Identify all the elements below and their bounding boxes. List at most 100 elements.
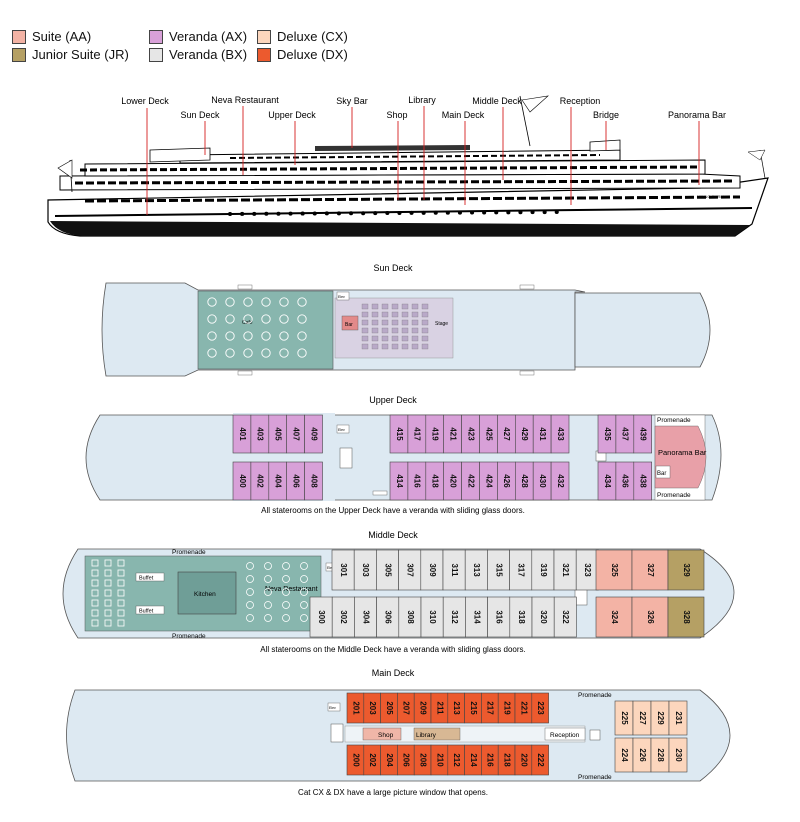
cabin-221[interactable]: 221 <box>514 692 533 724</box>
cabin-402[interactable]: 402 <box>250 461 270 501</box>
cabin-201[interactable]: 201 <box>346 692 365 724</box>
cabin-436[interactable]: 436 <box>615 461 635 501</box>
cabin-418[interactable]: 418 <box>425 461 444 501</box>
cabin-310[interactable]: 310 <box>420 596 444 638</box>
cabin-417[interactable]: 417 <box>407 414 427 454</box>
cabin-404[interactable]: 404 <box>268 461 287 501</box>
cabin-414[interactable]: 414 <box>389 461 409 501</box>
cabin-323[interactable]: 323 <box>575 549 599 591</box>
cabin-329[interactable]: 329 <box>667 549 705 591</box>
cabin-401[interactable]: 401 <box>232 414 252 454</box>
cabin-421[interactable]: 421 <box>443 414 462 454</box>
cabin-317[interactable]: 317 <box>509 549 533 591</box>
cabin-203[interactable]: 203 <box>363 692 381 724</box>
cabin-309[interactable]: 309 <box>420 549 444 591</box>
cabin-435[interactable]: 435 <box>597 414 617 454</box>
cabin-300[interactable]: 300 <box>309 596 333 638</box>
cabin-416[interactable]: 416 <box>407 461 427 501</box>
cabin-230[interactable]: 230 <box>668 737 688 773</box>
cabin-400[interactable]: 400 <box>232 461 252 501</box>
cabin-304[interactable]: 304 <box>354 596 377 638</box>
cabin-200[interactable]: 200 <box>346 744 365 776</box>
cabin-312[interactable]: 312 <box>442 596 466 638</box>
cabin-427[interactable]: 427 <box>497 414 516 454</box>
cabin-215[interactable]: 215 <box>464 692 482 724</box>
cabin-225[interactable]: 225 <box>614 700 634 736</box>
cabin-428[interactable]: 428 <box>514 461 534 501</box>
cabin-321[interactable]: 321 <box>553 549 577 591</box>
cabin-434[interactable]: 434 <box>597 461 617 501</box>
cabin-415[interactable]: 415 <box>389 414 409 454</box>
cabin-438[interactable]: 438 <box>633 461 652 501</box>
cabin-432[interactable]: 432 <box>550 461 570 501</box>
cabin-216[interactable]: 216 <box>481 744 499 776</box>
cabin-213[interactable]: 213 <box>447 692 465 724</box>
cabin-229[interactable]: 229 <box>650 700 670 736</box>
cabin-313[interactable]: 313 <box>464 549 488 591</box>
cabin-217[interactable]: 217 <box>481 692 499 724</box>
cabin-422[interactable]: 422 <box>461 461 480 501</box>
cabin-202[interactable]: 202 <box>363 744 381 776</box>
cabin-212[interactable]: 212 <box>447 744 465 776</box>
cabin-204[interactable]: 204 <box>380 744 398 776</box>
cabin-406[interactable]: 406 <box>286 461 305 501</box>
cabin-222[interactable]: 222 <box>531 744 549 776</box>
cabin-303[interactable]: 303 <box>353 549 377 591</box>
cabin-308[interactable]: 308 <box>398 596 422 638</box>
cabin-328[interactable]: 328 <box>667 596 705 638</box>
cabin-214[interactable]: 214 <box>464 744 482 776</box>
cabin-425[interactable]: 425 <box>479 414 498 454</box>
cabin-206[interactable]: 206 <box>397 744 415 776</box>
cabin-420[interactable]: 420 <box>443 461 462 501</box>
cabin-437[interactable]: 437 <box>615 414 635 454</box>
cabin-326[interactable]: 326 <box>631 596 669 638</box>
cabin-223[interactable]: 223 <box>531 692 549 724</box>
cabin-409[interactable]: 409 <box>304 414 323 454</box>
cabin-320[interactable]: 320 <box>531 596 555 638</box>
cabin-430[interactable]: 430 <box>532 461 552 501</box>
cabin-211[interactable]: 211 <box>430 692 449 724</box>
cabin-number: 324 <box>610 610 619 624</box>
cabin-218[interactable]: 218 <box>497 744 516 776</box>
cabin-318[interactable]: 318 <box>509 596 533 638</box>
cabin-423[interactable]: 423 <box>461 414 480 454</box>
cabin-219[interactable]: 219 <box>497 692 516 724</box>
cabin-228[interactable]: 228 <box>650 737 670 773</box>
cabin-220[interactable]: 220 <box>514 744 533 776</box>
cabin-209[interactable]: 209 <box>413 692 432 724</box>
cabin-231[interactable]: 231 <box>668 700 688 736</box>
cabin-424[interactable]: 424 <box>479 461 498 501</box>
cabin-315[interactable]: 315 <box>487 549 510 591</box>
cabin-322[interactable]: 322 <box>553 596 577 638</box>
cabin-301[interactable]: 301 <box>331 549 355 591</box>
cabin-439[interactable]: 439 <box>633 414 652 454</box>
cabin-431[interactable]: 431 <box>532 414 552 454</box>
cabin-407[interactable]: 407 <box>286 414 305 454</box>
cabin-408[interactable]: 408 <box>304 461 323 501</box>
cabin-327[interactable]: 327 <box>631 549 669 591</box>
cabin-325[interactable]: 325 <box>595 549 633 591</box>
lounge-seat <box>391 335 399 342</box>
cabin-207[interactable]: 207 <box>397 692 415 724</box>
cabin-316[interactable]: 316 <box>487 596 511 638</box>
cabin-227[interactable]: 227 <box>632 700 652 736</box>
cabin-319[interactable]: 319 <box>531 549 555 591</box>
cabin-419[interactable]: 419 <box>425 414 444 454</box>
cabin-433[interactable]: 433 <box>550 414 570 454</box>
cabin-311[interactable]: 311 <box>442 549 466 591</box>
cabin-324[interactable]: 324 <box>595 596 633 638</box>
cabin-405[interactable]: 405 <box>268 414 287 454</box>
cabin-205[interactable]: 205 <box>380 692 398 724</box>
cabin-305[interactable]: 305 <box>376 549 399 591</box>
cabin-302[interactable]: 302 <box>331 596 355 638</box>
cabin-306[interactable]: 306 <box>376 596 400 638</box>
cabin-210[interactable]: 210 <box>430 744 449 776</box>
cabin-403[interactable]: 403 <box>250 414 270 454</box>
cabin-307[interactable]: 307 <box>398 549 422 591</box>
cabin-429[interactable]: 429 <box>514 414 534 454</box>
cabin-208[interactable]: 208 <box>413 744 432 776</box>
cabin-426[interactable]: 426 <box>497 461 516 501</box>
cabin-226[interactable]: 226 <box>632 737 652 773</box>
cabin-224[interactable]: 224 <box>614 737 634 773</box>
cabin-314[interactable]: 314 <box>465 596 488 638</box>
